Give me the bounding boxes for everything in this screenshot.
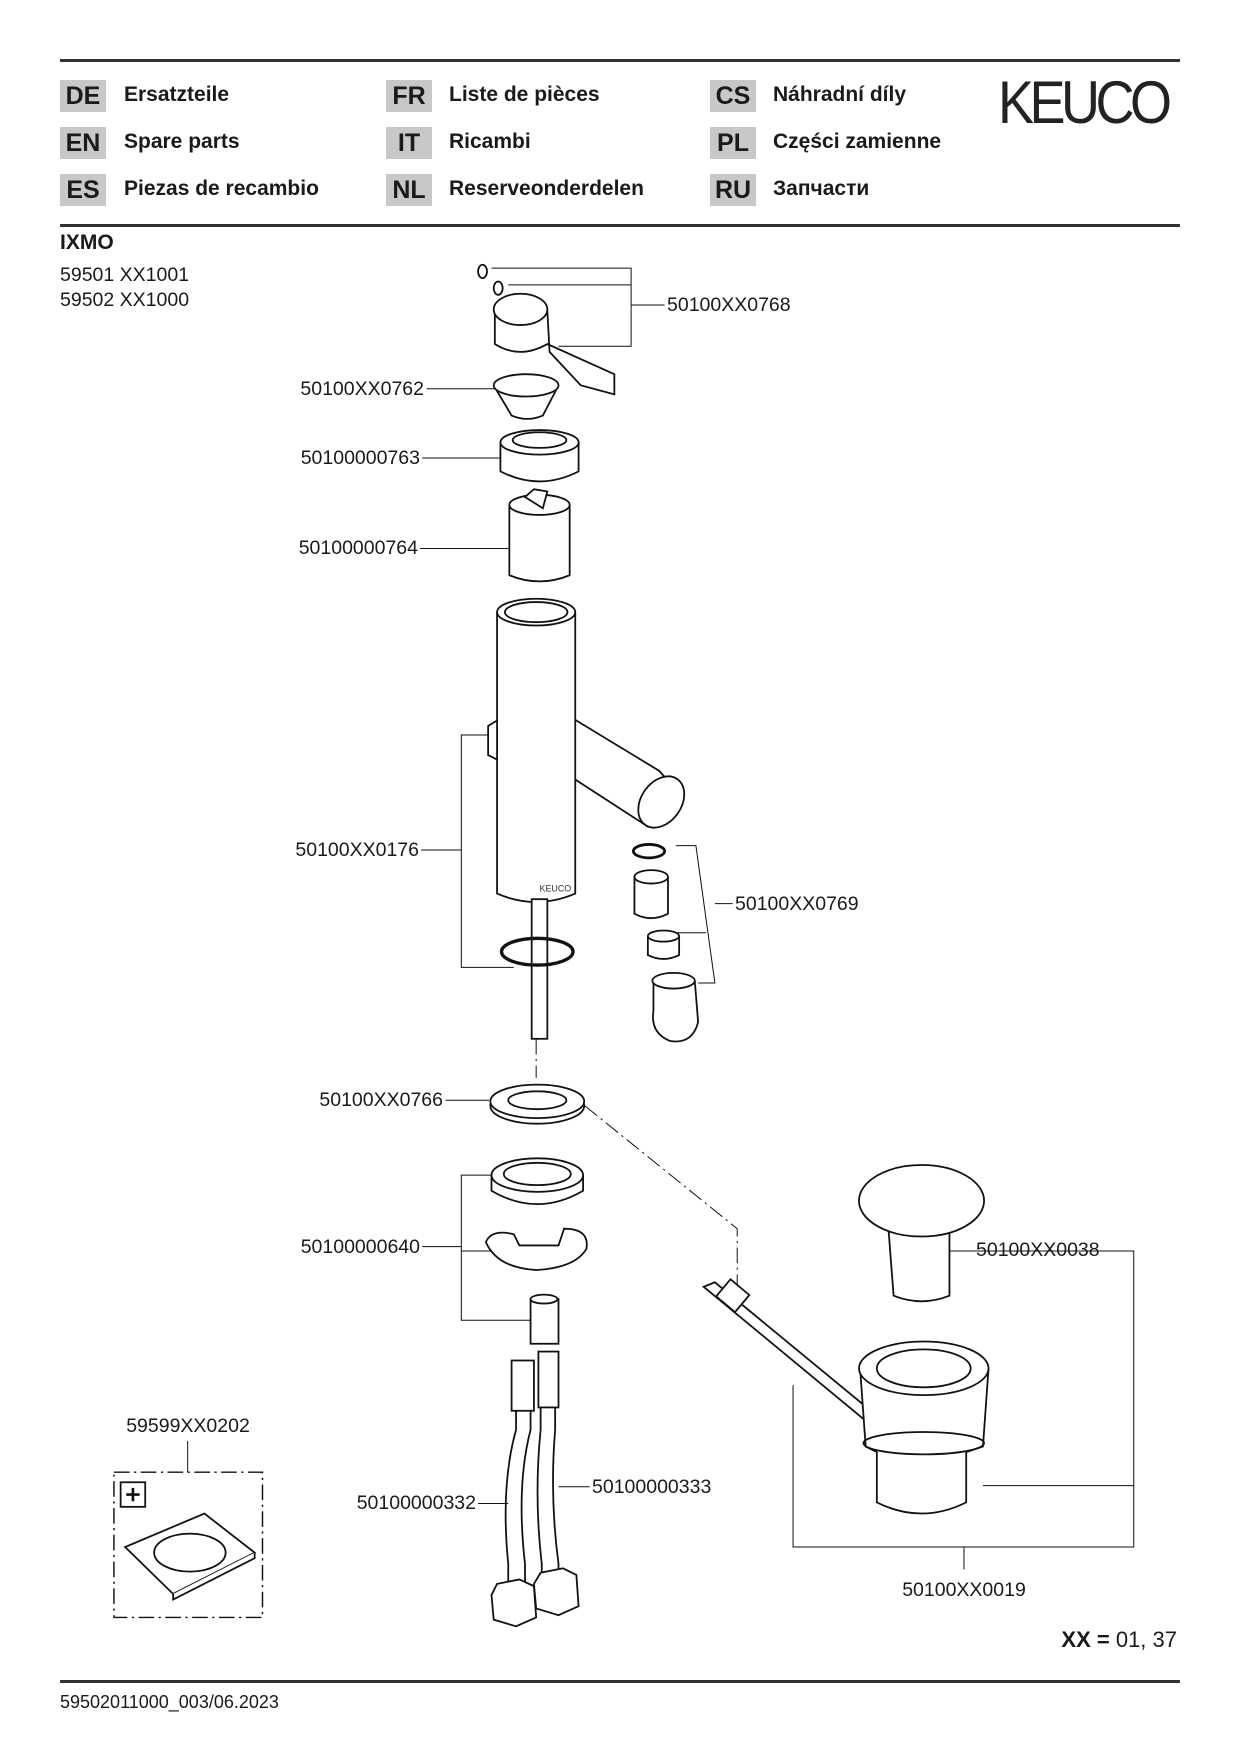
part-label: 50100000763: [300, 447, 420, 469]
part-label: 50100000640: [300, 1236, 420, 1258]
body-logo: KEUCO: [540, 883, 572, 893]
part-label: 50100000333: [592, 1476, 712, 1498]
document-number: 59502011000_003/06.2023: [60, 1692, 279, 1712]
part-label: 50100XX0768: [667, 294, 791, 316]
lang-label-fr: Liste de pièces: [449, 83, 600, 106]
variant-legend: XX = 01, 37: [1061, 1629, 1177, 1651]
lang-code-en: EN: [60, 127, 106, 159]
screw: [477, 263, 488, 280]
part-label: 50100XX0762: [300, 378, 424, 400]
lang-code-it: IT: [386, 127, 432, 159]
variant-key: XX =: [1061, 1627, 1110, 1652]
leader-lines: [187, 267, 1135, 1570]
footer-rule: [60, 1680, 1180, 1683]
lang-label-en: Spare parts: [124, 130, 240, 153]
lang-code-fr: FR: [386, 80, 432, 112]
lang-code-pl: PL: [710, 127, 756, 159]
article-number: 59501 XX1001: [60, 264, 190, 286]
lang-label-es: Piezas de recambio: [124, 177, 319, 200]
part-label: 50100XX0769: [735, 893, 859, 915]
lang-label-de: Ersatzteile: [124, 83, 230, 106]
part-label: 59599XX0202: [126, 1415, 250, 1437]
lang-label-cs: Náhradní díly: [773, 83, 907, 106]
lang-label-pl: Części zamienne: [773, 130, 942, 153]
lang-label-it: Ricambi: [449, 130, 531, 153]
part-label: 50100XX0019: [902, 1579, 1026, 1601]
part-label: 50100000332: [356, 1492, 476, 1514]
lang-code-ru: RU: [710, 174, 756, 206]
part-label: 50100000764: [298, 537, 418, 559]
lang-label-ru: Запчасти: [773, 177, 870, 200]
lang-code-cs: CS: [710, 80, 756, 112]
lang-code-de: DE: [60, 80, 106, 112]
lang-code-es: ES: [60, 174, 106, 206]
article-number: 59502 XX1000: [60, 289, 190, 311]
lang-code-nl: NL: [386, 174, 432, 206]
product-name: IXMO: [60, 231, 114, 254]
part-label: 50100XX0038: [976, 1239, 1100, 1261]
part-label: 50100XX0176: [295, 839, 419, 861]
brand-logo: KEUCO: [998, 69, 1172, 136]
variant-values: 01, 37: [1115, 1627, 1177, 1652]
part-label: 50100XX0766: [319, 1089, 443, 1111]
header-rule: [60, 224, 1180, 227]
top-rule: [60, 59, 1180, 62]
lang-label-nl: Reserveonderdelen: [449, 177, 644, 200]
